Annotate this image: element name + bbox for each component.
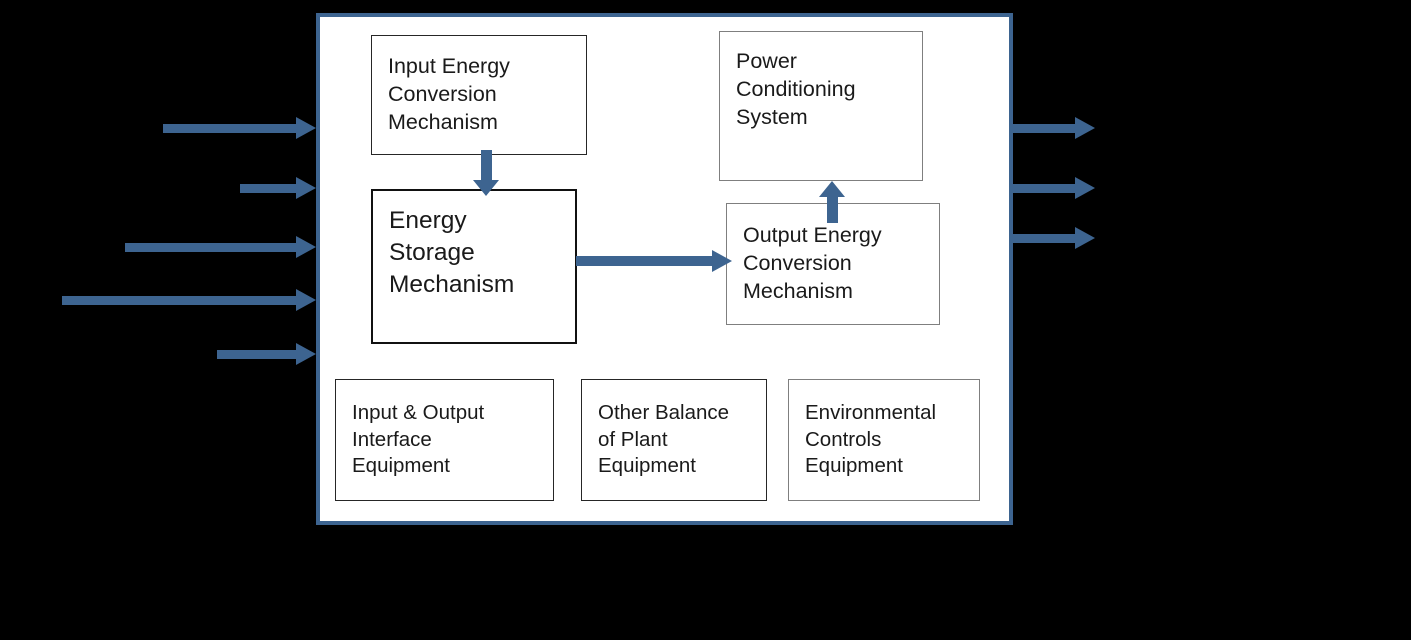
box-energy-storage-mechanism-line-1: Energy	[389, 207, 467, 234]
box-power-conditioning-system-line-1: Power	[736, 49, 797, 73]
input-arrow-1-shaft	[163, 124, 296, 133]
output-arrow-3-shaft	[1011, 234, 1075, 243]
box-output-energy-conversion-mechanism-line-1: Output Energy	[743, 223, 882, 248]
output-arrow-1-head	[1075, 117, 1095, 139]
box-input-output-interface-equipment-line-1: Input & Output	[352, 401, 485, 425]
input-arrow-3-shaft	[125, 243, 296, 252]
output-arrow-3-head	[1075, 227, 1095, 249]
box-output-energy-conversion-mechanism-line-3: Mechanism	[743, 278, 853, 303]
box-power-conditioning-system-line-2: Conditioning	[736, 76, 856, 101]
box-input-output-interface-equipment[interactable]: Input & Output Interface Equipment	[335, 379, 554, 501]
box-other-balance-of-plant-equipment-line-1: Other Balance	[598, 401, 730, 425]
box-energy-storage-mechanism-line-3: Mechanism	[389, 270, 515, 298]
box-input-output-interface-equipment-line-3: Equipment	[352, 454, 451, 478]
box-input-energy-conversion-mechanism[interactable]: Input Energy Conversion Mechanism	[371, 35, 587, 155]
output-arrow-1-shaft	[1011, 124, 1075, 133]
input-arrow-2-shaft	[240, 184, 296, 193]
box-input-energy-conversion-mechanism-line-1: Input Energy	[388, 54, 510, 79]
box-energy-storage-mechanism-line-2: Storage	[389, 238, 475, 266]
output-arrow-2-head	[1075, 177, 1095, 199]
box-output-energy-conversion-mechanism-line-2: Conversion	[743, 251, 852, 276]
box-other-balance-of-plant-equipment-line-3: Equipment	[598, 454, 697, 478]
box-other-balance-of-plant-equipment[interactable]: Other Balance of Plant Equipment	[581, 379, 767, 501]
box-input-output-interface-equipment-line-2: Interface	[352, 427, 432, 451]
input-arrow-4-head	[296, 289, 316, 311]
input-arrow-3-head	[296, 236, 316, 258]
input-arrow-1-head	[296, 117, 316, 139]
output-arrow-2-shaft	[1011, 184, 1075, 193]
box-power-conditioning-system[interactable]: Power Conditioning System	[719, 31, 923, 181]
input-arrow-5-head	[296, 343, 316, 365]
box-environmental-controls-equipment[interactable]: Environmental Controls Equipment	[788, 379, 980, 501]
input-arrow-4-shaft	[62, 296, 296, 305]
box-power-conditioning-system-line-3: System	[736, 104, 808, 129]
box-input-energy-conversion-mechanism-line-3: Mechanism	[388, 109, 498, 134]
box-environmental-controls-equipment-line-1: Environmental	[805, 401, 937, 425]
box-other-balance-of-plant-equipment-line-2: of Plant	[598, 427, 668, 451]
box-environmental-controls-equipment-line-3: Equipment	[805, 454, 904, 478]
input-arrow-2-head	[296, 177, 316, 199]
box-energy-storage-mechanism[interactable]: Energy Storage Mechanism	[371, 189, 577, 344]
box-output-energy-conversion-mechanism[interactable]: Output Energy Conversion Mechanism	[726, 203, 940, 325]
input-arrow-5-shaft	[217, 350, 296, 359]
box-input-energy-conversion-mechanism-line-2: Conversion	[388, 82, 497, 107]
box-environmental-controls-equipment-line-2: Controls	[805, 427, 882, 451]
